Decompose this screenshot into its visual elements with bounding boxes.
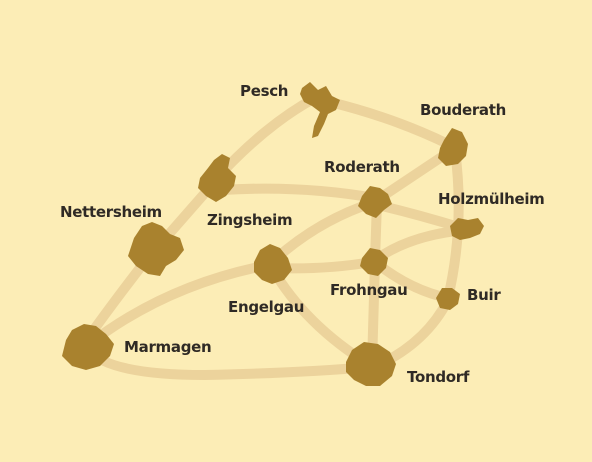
- road-marmagen-tondorf: [83, 345, 375, 380]
- road-pesch-bouderath: [325, 97, 455, 150]
- town-label-bouderath: Bouderath: [420, 101, 506, 119]
- zingsheim-town-shape: [198, 154, 236, 202]
- town-label-buir: Buir: [467, 286, 501, 304]
- town-label-holzmuelheim: Holzmülheim: [438, 190, 545, 208]
- bouderath-town-shape: [438, 128, 468, 166]
- town-label-tondorf: Tondorf: [407, 368, 470, 386]
- engelgau-town-shape: [254, 244, 292, 284]
- town-shapes: [62, 82, 484, 386]
- tondorf-town-shape: [346, 342, 396, 386]
- marmagen-town-shape: [62, 324, 114, 370]
- roderath-town-shape: [358, 186, 392, 218]
- town-label-pesch: Pesch: [240, 82, 289, 100]
- pesch-town-shape: [300, 82, 340, 138]
- town-label-engelgau: Engelgau: [228, 298, 305, 316]
- town-label-nettersheim: Nettersheim: [60, 203, 162, 221]
- road-pesch-zingsheim: [210, 93, 320, 185]
- town-label-marmagen: Marmagen: [124, 338, 212, 356]
- road-holzmuelheim-roderath: [373, 200, 467, 233]
- town-label-frohngau: Frohngau: [330, 281, 408, 299]
- frohngau-town-shape: [360, 248, 388, 276]
- road-zingsheim-roderath: [217, 183, 380, 203]
- town-label-roderath: Roderath: [324, 158, 400, 176]
- buir-town-shape: [436, 288, 460, 310]
- town-label-zingsheim: Zingsheim: [207, 211, 293, 229]
- nettersheim-town-shape: [128, 222, 184, 276]
- road-marmagen-engelgau: [83, 260, 273, 350]
- holzmuelheim-town-shape: [450, 218, 484, 240]
